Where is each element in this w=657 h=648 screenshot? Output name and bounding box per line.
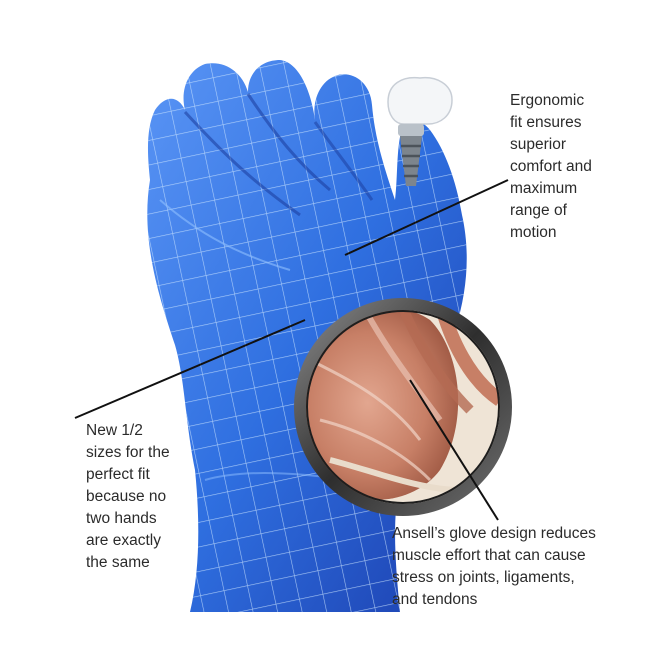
magnifier-lens-icon — [294, 298, 512, 516]
leader-muscle — [409, 379, 499, 521]
callout-ergonomic-fit: Ergonomic fit ensures superior comfort a… — [510, 92, 592, 241]
callout-muscle-effort: Ansell’s glove design reduces muscle eff… — [392, 525, 596, 608]
leader-lines — [74, 179, 509, 521]
leader-sizes — [74, 319, 306, 419]
callout-half-sizes: New 1/2 sizes for the perfect fit becaus… — [86, 422, 170, 571]
dental-implant-icon — [387, 76, 453, 186]
leader-fit — [344, 179, 509, 256]
